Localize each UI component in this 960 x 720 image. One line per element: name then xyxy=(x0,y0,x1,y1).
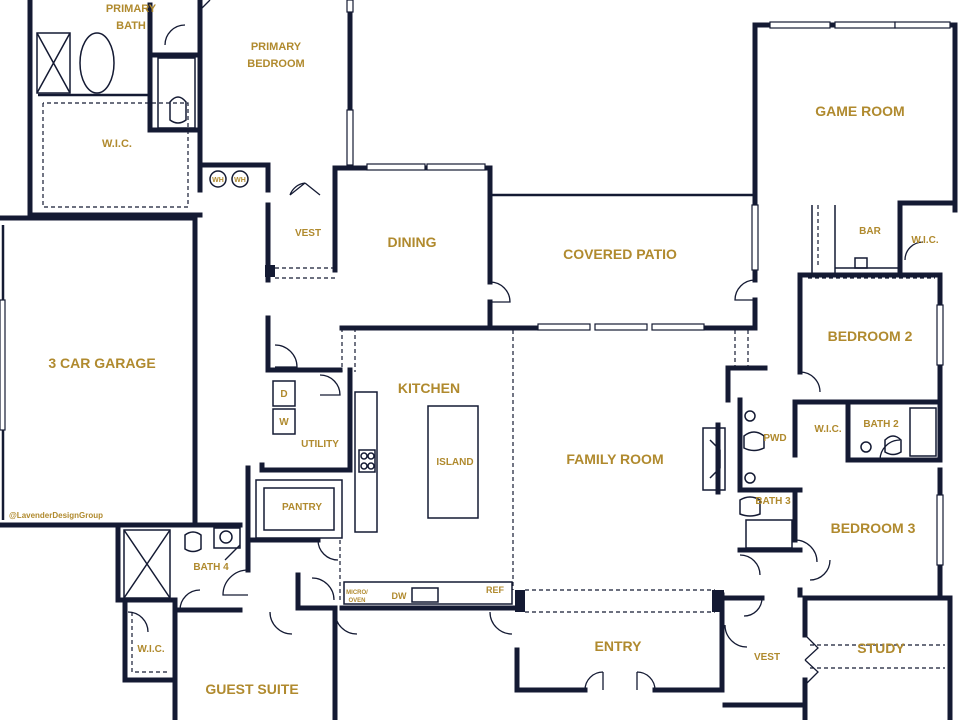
label-bedroom-2: BEDROOM 2 xyxy=(828,328,913,344)
label-guest-suite: GUEST SUITE xyxy=(205,681,298,697)
label-game-room: GAME ROOM xyxy=(815,103,904,119)
label-covered-patio: COVERED PATIO xyxy=(563,246,677,262)
label-bedroom-3: BEDROOM 3 xyxy=(831,520,916,536)
label-bath-2: BATH 2 xyxy=(863,419,899,430)
label-primary-bedroom-1: PRIMARY xyxy=(251,41,302,53)
water-heater-2 xyxy=(231,170,249,188)
label-bath-3: BATH 3 xyxy=(755,496,791,507)
label-kitchen: KITCHEN xyxy=(398,380,460,396)
svg-text:BEDROOM: BEDROOM xyxy=(247,58,304,70)
label-garage: 3 CAR GARAGE xyxy=(48,355,155,371)
label-entry: ENTRY xyxy=(595,638,643,654)
label-wic-guest: W.I.C. xyxy=(137,644,164,655)
doors xyxy=(127,0,924,691)
label-dw: DW xyxy=(392,591,407,601)
label-vest-top: VEST xyxy=(295,228,321,239)
label-ref: REF xyxy=(486,585,505,595)
label-dryer: D xyxy=(280,389,287,400)
label-island: ISLAND xyxy=(436,457,473,468)
label-primary-bedroom-2: BEDROOM xyxy=(247,58,304,70)
label-micro-oven-2: OVEN xyxy=(348,598,365,604)
label-wh-2: WH xyxy=(234,177,246,184)
svg-text:PRIMARY: PRIMARY xyxy=(106,3,157,15)
windows xyxy=(0,0,951,566)
svg-text:OVEN: OVEN xyxy=(348,598,365,604)
label-bath-4: BATH 4 xyxy=(193,562,229,573)
credit-watermark: @LavenderDesignGroup xyxy=(9,511,103,520)
svg-text:PRIMARY: PRIMARY xyxy=(251,41,302,53)
room-labels: PRIMARY BATH PRIMARY BEDROOM W.I.C. WH W… xyxy=(9,3,939,697)
fixtures xyxy=(36,32,937,673)
label-pwd: PWD xyxy=(763,433,786,444)
label-study: STUDY xyxy=(857,640,905,656)
label-wic-bed2: W.I.C. xyxy=(814,424,841,435)
label-utility: UTILITY xyxy=(301,439,339,450)
label-pantry: PANTRY xyxy=(282,502,322,513)
label-bar: BAR xyxy=(859,226,881,237)
label-dining: DINING xyxy=(388,234,437,250)
label-wh-1: WH xyxy=(212,177,224,184)
water-heater-1 xyxy=(209,170,227,188)
label-washer: W xyxy=(279,417,289,428)
svg-text:BATH: BATH xyxy=(116,20,146,32)
label-wic-primary: W.I.C. xyxy=(102,138,132,150)
label-primary-bath-1: PRIMARY xyxy=(106,3,157,15)
svg-text:MICRO/: MICRO/ xyxy=(346,590,368,596)
label-vest-bottom: VEST xyxy=(754,652,780,663)
openings xyxy=(42,102,945,669)
label-micro-oven-1: MICRO/ xyxy=(346,590,368,596)
label-wic-game: W.I.C. xyxy=(911,235,938,246)
label-primary-bath-2: BATH xyxy=(116,20,146,32)
label-family-room: FAMILY ROOM xyxy=(566,451,663,467)
